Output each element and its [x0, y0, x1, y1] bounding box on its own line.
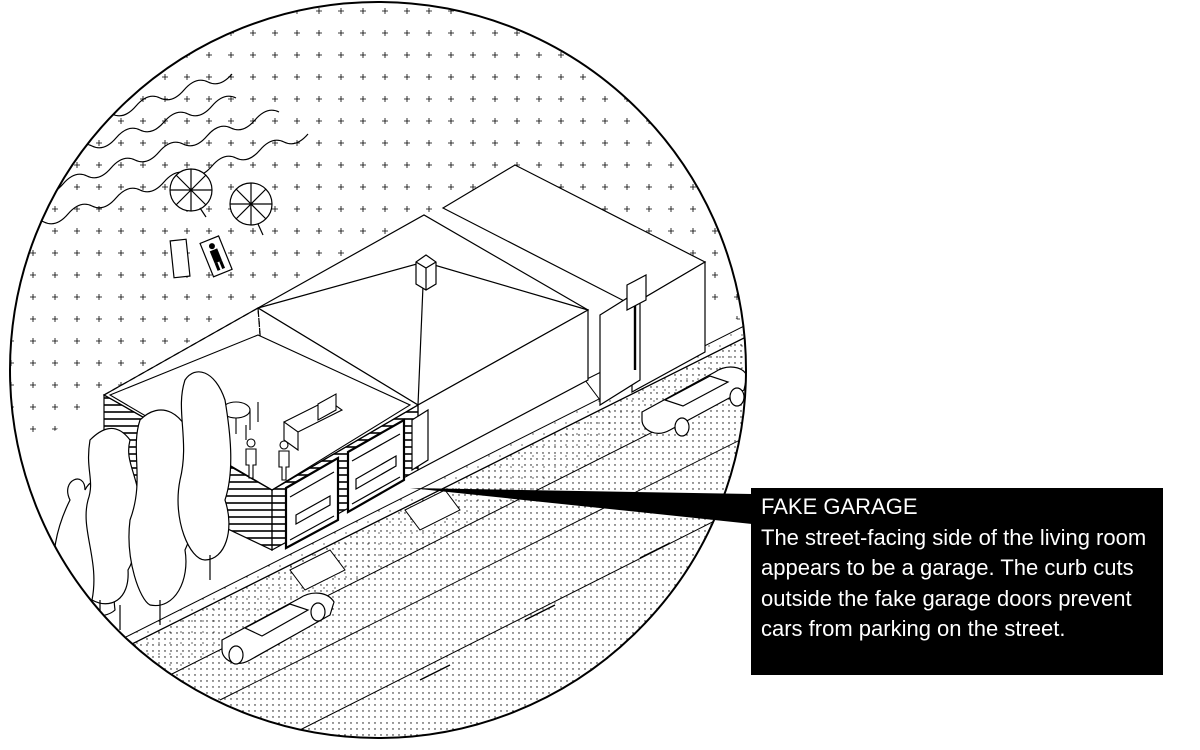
- neighbor-building: [441, 164, 707, 407]
- detail-frame: [9, 1, 747, 739]
- callout-pointer: [410, 488, 752, 524]
- car-icon: [641, 366, 746, 437]
- beach-towel-icon: [169, 238, 191, 279]
- person-icon: [245, 438, 257, 479]
- person-icon: [278, 440, 290, 481]
- beach-area: [10, 2, 746, 470]
- car-icon: [221, 592, 335, 665]
- fake-garage-front: [271, 403, 429, 552]
- callout-box: FAKE GARAGE The street-facing side of th…: [751, 488, 1163, 675]
- callout-body: The street-facing side of the living roo…: [761, 524, 1147, 642]
- beach-umbrella-icon: [169, 168, 213, 218]
- sunbather-icon: [199, 235, 233, 278]
- living-room-interior: [108, 334, 412, 491]
- callout-title: FAKE GARAGE: [761, 494, 918, 519]
- chimney-icon: [415, 254, 437, 291]
- scene-contents: [10, 2, 746, 738]
- street-sign-icon: [626, 274, 647, 370]
- beach-umbrella-icon: [229, 182, 273, 236]
